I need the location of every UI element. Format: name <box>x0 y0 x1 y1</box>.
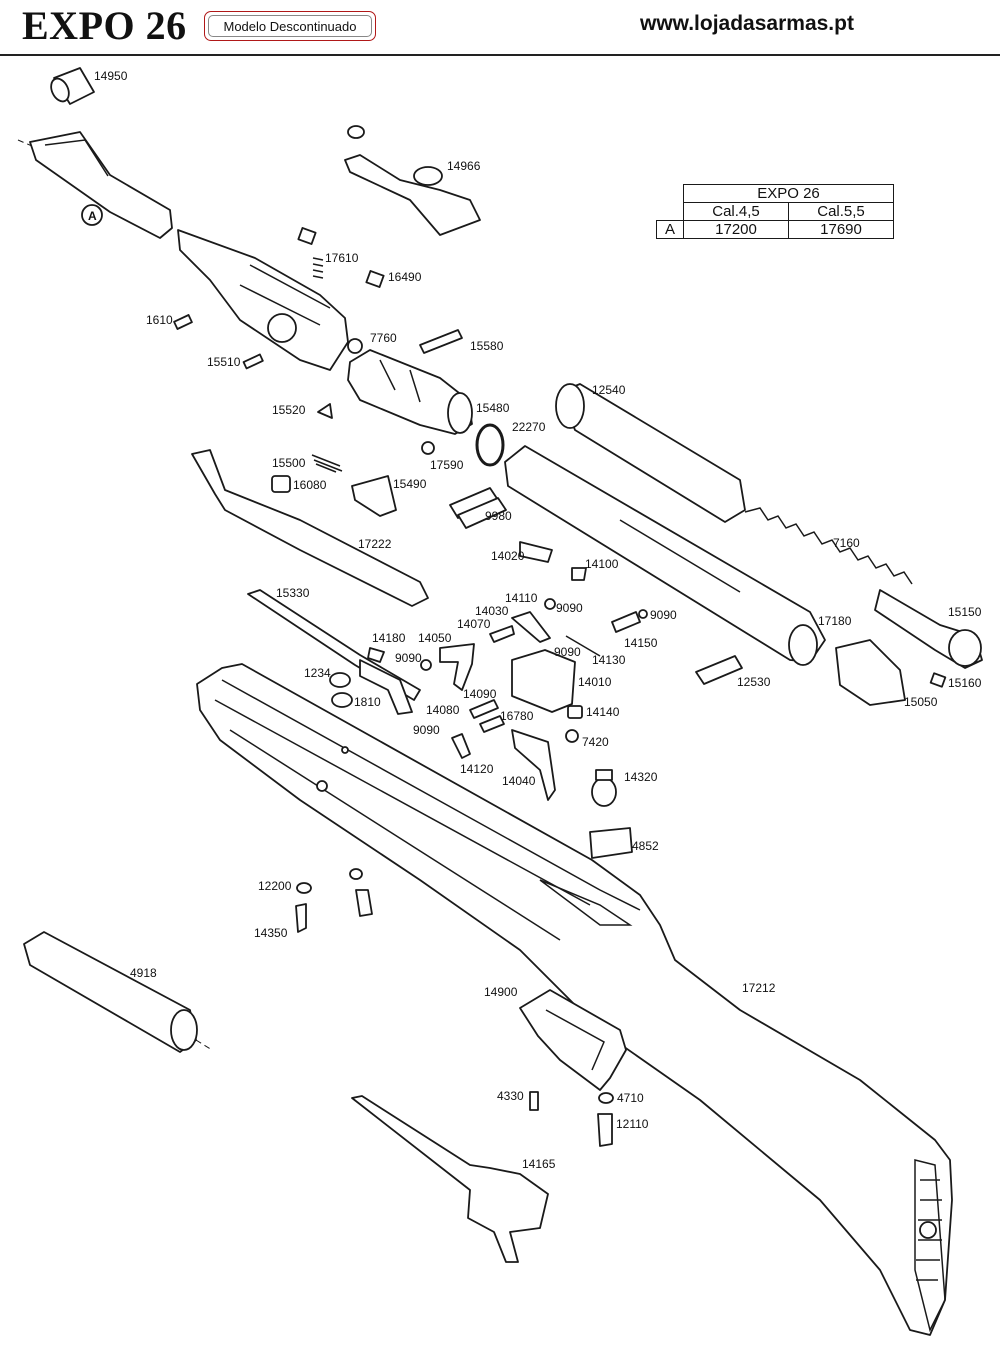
part-spring-guide-tube <box>559 383 746 523</box>
callout-circle-a <box>81 204 103 226</box>
label-12530: 12530 <box>737 675 771 689</box>
label-15050: 15050 <box>904 695 938 709</box>
label-15520: 15520 <box>272 403 306 417</box>
table-col-cal45: Cal.4,5 <box>683 202 789 221</box>
label-15160: 15160 <box>948 676 982 690</box>
label-4710: 4710 <box>617 1091 644 1105</box>
label-17590: 17590 <box>430 458 464 472</box>
label-9090-c: 9090 <box>395 651 422 665</box>
label-17222: 17222 <box>358 537 392 551</box>
discontinued-badge-label: Modelo Descontinuado <box>208 15 372 37</box>
label-15480: 15480 <box>476 401 510 415</box>
part-stock <box>196 663 953 1336</box>
label-14020: 14020 <box>491 549 525 563</box>
label-7760: 7760 <box>370 331 397 345</box>
header: EXPO 26 Modelo Descontinuado www.lojadas… <box>0 0 1000 56</box>
part-trigger-assembly <box>351 1095 549 1263</box>
label-9090-e: 9090 <box>413 723 440 737</box>
label-14040: 14040 <box>502 774 536 788</box>
label-12200: 12200 <box>258 879 292 893</box>
part-trigger-guard <box>519 989 627 1091</box>
label-12110: 12110 <box>616 1117 649 1131</box>
label-15500: 15500 <box>272 456 306 470</box>
label-1610: 1610 <box>146 313 173 327</box>
label-4852: 4852 <box>632 839 659 853</box>
label-14140: 14140 <box>586 705 620 719</box>
label-14150: 14150 <box>624 636 658 650</box>
callout-a-label: A <box>88 209 97 223</box>
table-val-cal45: 17200 <box>683 220 789 239</box>
label-9090-b: 9090 <box>650 608 677 622</box>
table-col-cal55: Cal.5,5 <box>788 202 894 221</box>
label-16780: 16780 <box>500 709 534 723</box>
label-17212: 17212 <box>742 981 776 995</box>
label-4330: 4330 <box>497 1089 524 1103</box>
label-14070: 14070 <box>457 617 491 631</box>
label-14950: 14950 <box>94 69 128 83</box>
label-16490: 16490 <box>388 270 422 284</box>
part-trigger-housing <box>511 649 576 713</box>
label-17610: 17610 <box>325 251 359 265</box>
part-cocking-lever <box>191 449 429 607</box>
label-16080: 16080 <box>293 478 327 492</box>
label-15510: 15510 <box>207 355 241 369</box>
label-1234: 1234 <box>304 666 331 680</box>
label-14110: 14110 <box>505 591 538 605</box>
label-17180: 17180 <box>818 614 852 628</box>
part-rear-sight <box>344 154 481 236</box>
label-9090-a: 9090 <box>556 601 583 615</box>
label-14320: 14320 <box>624 770 658 784</box>
site-url[interactable]: www.lojadasarmas.pt <box>640 12 854 35</box>
part-main-tube <box>504 445 826 663</box>
label-9980: 9980 <box>485 509 512 523</box>
label-4918: 4918 <box>130 966 157 980</box>
label-1810: 1810 <box>354 695 381 709</box>
part-main-spring <box>744 507 913 585</box>
label-22270: 22270 <box>512 420 546 434</box>
page-title: EXPO 26 <box>22 3 187 48</box>
label-14030: 14030 <box>475 604 509 618</box>
discontinued-badge: Modelo Descontinuado <box>204 11 376 41</box>
caliber-reference-table: EXPO 26 Cal.4,5 Cal.5,5 A 17200 17690 <box>656 184 894 239</box>
label-15150: 15150 <box>948 605 982 619</box>
part-receiver-block <box>177 229 349 371</box>
label-14050: 14050 <box>418 631 452 645</box>
label-9090-d: 9090 <box>554 645 581 659</box>
label-15490: 15490 <box>393 477 427 491</box>
label-7420: 7420 <box>582 735 609 749</box>
part-barrel <box>29 131 173 239</box>
label-14120: 14120 <box>460 762 494 776</box>
label-14900: 14900 <box>484 985 518 999</box>
label-12540: 12540 <box>592 383 626 397</box>
label-14090: 14090 <box>463 687 497 701</box>
label-15580: 15580 <box>470 339 504 353</box>
label-14180: 14180 <box>372 631 406 645</box>
header-divider <box>0 54 1000 56</box>
part-front-tube <box>23 931 197 1053</box>
label-7160: 7160 <box>833 536 860 550</box>
label-14130: 14130 <box>592 653 626 667</box>
label-14100: 14100 <box>585 557 619 571</box>
label-14350: 14350 <box>254 926 288 940</box>
label-14966: 14966 <box>447 159 481 173</box>
table-val-cal55: 17690 <box>788 220 894 239</box>
label-14165: 14165 <box>522 1157 556 1171</box>
label-14010: 14010 <box>578 675 612 689</box>
label-15330: 15330 <box>276 586 310 600</box>
label-14080: 14080 <box>426 703 460 717</box>
